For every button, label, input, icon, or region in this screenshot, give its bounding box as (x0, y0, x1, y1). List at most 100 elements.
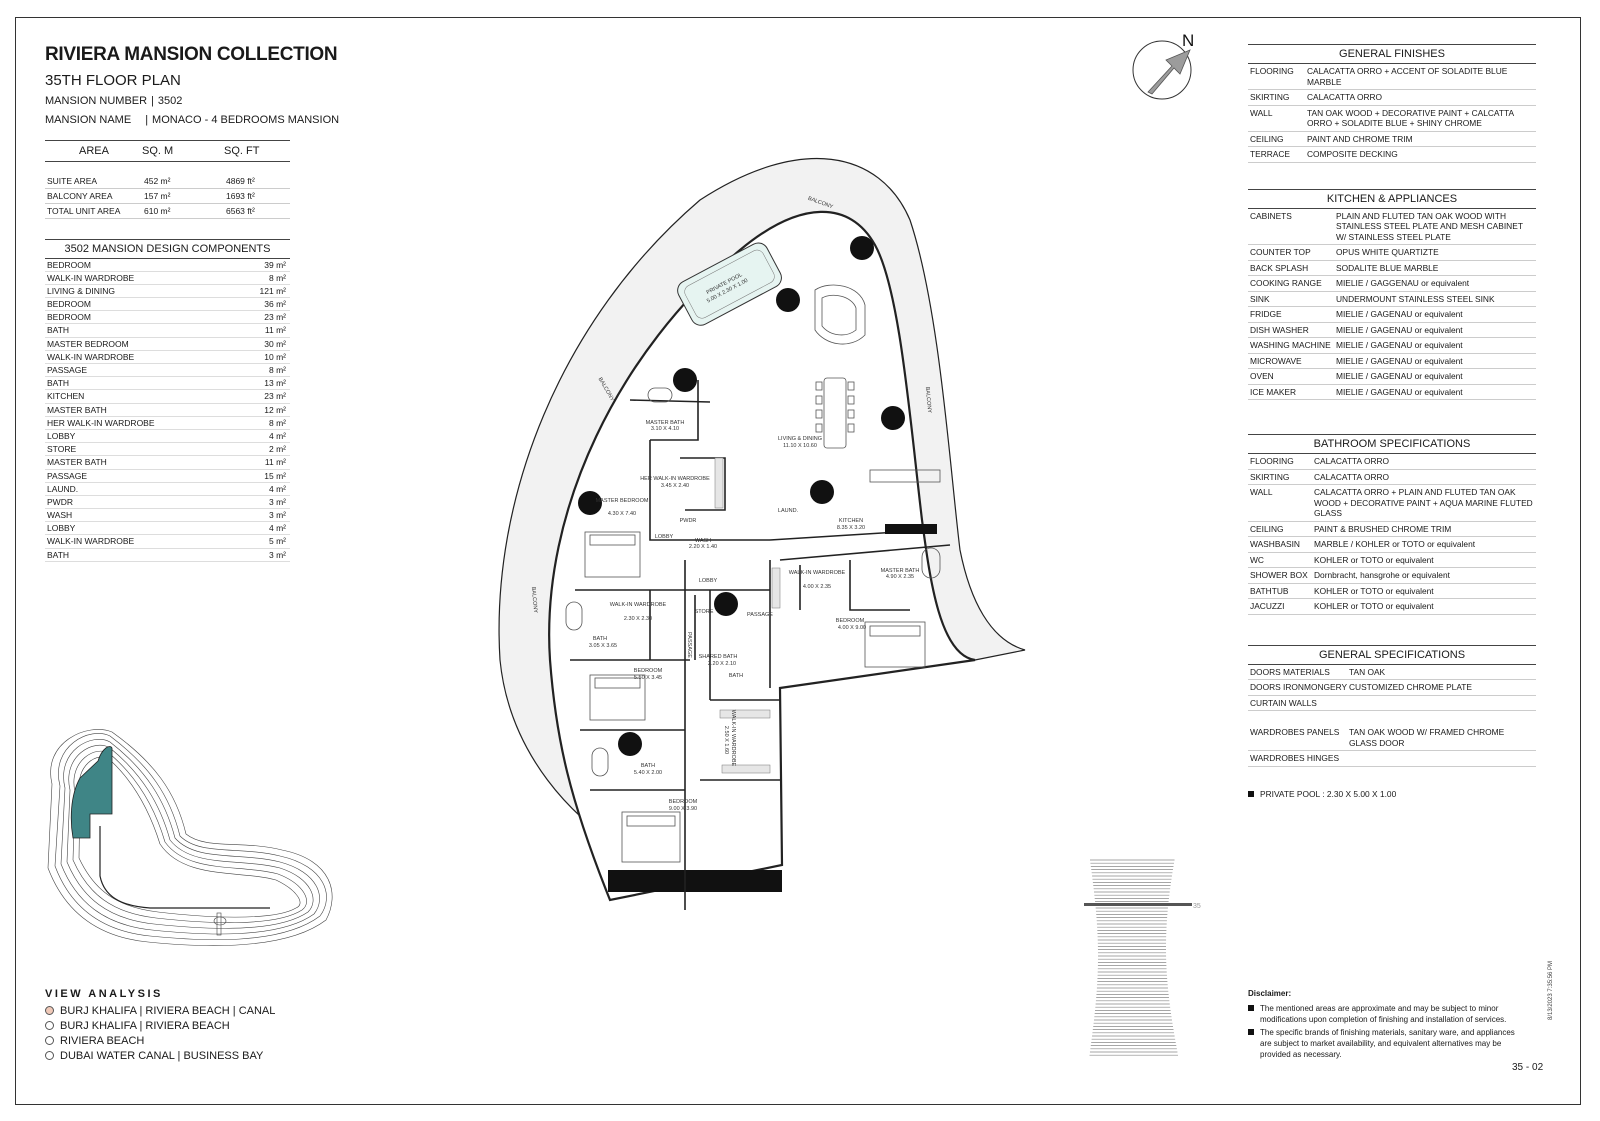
sqft-header: SQ. FT (224, 140, 290, 162)
label-master-bath-2-dims: 4.90 X 2.35 (886, 574, 914, 580)
list-item: LAUND.4 m² (45, 483, 290, 496)
interior-walls (570, 380, 951, 910)
sqm-header: SQ. M (142, 140, 224, 162)
general-finishes-title: GENERAL FINISHES (1248, 44, 1536, 64)
label-bedroom-2: BEDROOM (836, 618, 865, 624)
left-panel: RIVIERA MANSION COLLECTION 35TH FLOOR PL… (45, 44, 345, 562)
floor-marker-label: 35 (1193, 903, 1201, 910)
area-header: AREA (45, 140, 142, 162)
pool-note: PRIVATE POOL : 2.30 X 5.00 X 1.00 (1248, 789, 1536, 799)
north-arrow-icon: N (1132, 31, 1194, 100)
bullet-square-icon (1248, 1029, 1254, 1035)
label-lobby-1: LOBBY (655, 534, 674, 540)
view-option: RIVIERA BEACH (45, 1033, 275, 1048)
label-master-bath-2: MASTER BATH (881, 568, 920, 574)
label-kitchen: KITCHEN (839, 518, 863, 524)
label-walkin-2: WALK-IN WARDROBE (789, 570, 846, 576)
label-shared-bath-dims: 2.20 X 2.10 (708, 661, 736, 667)
label-shared-bath: SHARED BATH (699, 654, 738, 660)
label-walkin-3-dims: 2.50 X 1.60 (723, 726, 729, 754)
label-walkin-3: WALK-IN WARDROBE (730, 710, 736, 767)
label-walkin-1-dims: 2.30 X 2.30 (624, 616, 652, 622)
label-master-bath-1-dims: 3.10 X 4.10 (651, 426, 679, 432)
view-analysis: VIEW ANALYSIS BURJ KHALIFA | RIVIERA BEA… (45, 988, 275, 1063)
view-dot-icon (45, 1051, 54, 1060)
label-master-bedroom: MASTER BEDROOM (596, 498, 649, 504)
dining-table (815, 377, 855, 449)
page-number: 35 - 02 (1512, 1062, 1544, 1073)
table-row: WARDROBES HINGES (1248, 751, 1536, 767)
general-specs-title: GENERAL SPECIFICATIONS (1248, 644, 1536, 665)
key-plan-diagram (47, 729, 333, 946)
label-bath-1: BATH (593, 636, 607, 642)
label-walkin-2-dims: 4.00 X 2.35 (803, 584, 831, 590)
label-bath-2: BATH (729, 673, 743, 679)
label-lobby-2: LOBBY (699, 578, 718, 584)
beds (584, 531, 926, 863)
bullet-square-icon (1248, 1005, 1254, 1011)
key-plan-contours (47, 729, 333, 946)
sofa (814, 284, 866, 345)
unit-outline (548, 210, 976, 902)
view-option: BURJ KHALIFA | RIVIERA BEACH (45, 1018, 275, 1033)
kitchen-counter (869, 469, 941, 483)
view-option: DUBAI WATER CANAL | BUSINESS BAY (45, 1048, 275, 1063)
components-title: 3502 MANSION DESIGN COMPONENTS (45, 238, 290, 259)
label-bedroom-3-dims: 9.00 X 3.90 (669, 806, 697, 812)
view-dot-icon (45, 1006, 54, 1015)
label-her-wardrobe-dims: 3.45 X 2.40 (661, 483, 689, 489)
label-walkin-1: WALK-IN WARDROBE (610, 602, 667, 608)
label-master-bedroom-dims: 4.30 X 7.40 (608, 511, 636, 517)
label-bedroom-1-dims: 5.50 X 3.45 (634, 675, 662, 681)
label-master-bath-1: MASTER BATH (646, 420, 685, 426)
label-bath-3: BATH (641, 763, 655, 769)
project-title: RIVIERA MANSION COLLECTION (45, 44, 338, 65)
slab-edge (608, 870, 782, 892)
label-bath-1-dims: 3.05 X 3.65 (589, 643, 617, 649)
area-table: AREA SQ. M SQ. FT SUITE AREA 452 m² 4869… (45, 140, 290, 219)
label-bath-3-dims: 5.40 X 2.00 (634, 770, 662, 776)
current-floor-marker (1084, 903, 1192, 906)
